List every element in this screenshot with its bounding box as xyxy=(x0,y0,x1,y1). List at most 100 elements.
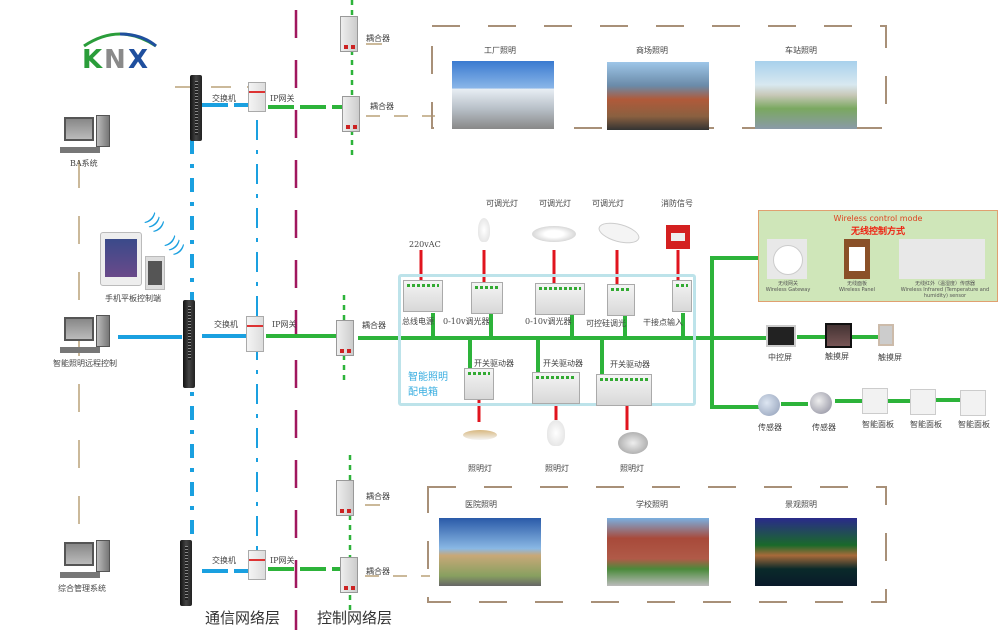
management-computer xyxy=(60,540,116,584)
sensor-icon xyxy=(810,392,832,414)
wireless-title-cn: 无线控制方式 xyxy=(850,227,905,237)
client-label: 综合管理系统 xyxy=(58,584,106,593)
load-label: 可调光灯 xyxy=(539,199,571,208)
bus-power-module xyxy=(403,280,443,312)
landscape-photo xyxy=(755,518,857,586)
wireless-gateway-icon xyxy=(767,239,807,279)
switch-actuator xyxy=(532,372,580,404)
touch-screen xyxy=(825,323,852,348)
gateway-label: IP网关 xyxy=(270,94,295,103)
scene-label: 商场照明 xyxy=(636,46,668,55)
smart-panel-icon xyxy=(960,390,986,416)
scene-label: 医院照明 xyxy=(465,500,497,509)
tablet-icon xyxy=(100,232,142,286)
power-input-label: 220vAC xyxy=(409,240,441,249)
switch-label: 交换机 xyxy=(214,320,238,329)
dry-contact-module xyxy=(672,280,692,312)
scene-label: 学校照明 xyxy=(636,500,668,509)
comm-layer-label: 通信网络层 xyxy=(205,609,281,627)
network-switch xyxy=(180,540,192,606)
top-scene-frame xyxy=(431,25,887,129)
candle-bulb-icon xyxy=(478,218,490,242)
wireless-panel-icon xyxy=(844,239,870,279)
screen-label: 触摸屏 xyxy=(878,353,902,362)
svg-text:X: X xyxy=(128,45,148,70)
driver-label: 开关驱动器 xyxy=(610,360,650,369)
switch-actuator xyxy=(596,374,652,406)
school-photo xyxy=(607,518,709,586)
mall-photo xyxy=(607,62,709,130)
switch-label: 交换机 xyxy=(212,94,236,103)
coupler-label: 耦合器 xyxy=(370,102,394,111)
coupler-label: 耦合器 xyxy=(366,567,390,576)
device-label: 智能面板 xyxy=(862,420,894,429)
dimmer-module xyxy=(535,283,585,315)
touch-screen xyxy=(878,324,894,346)
module-label: 干接点输入 xyxy=(643,318,683,327)
load-label: 可调光灯 xyxy=(486,199,518,208)
highbay-lamp-icon xyxy=(618,432,648,454)
ip-gateway xyxy=(248,82,266,112)
dimmer-module xyxy=(471,282,503,314)
wireless-title-en: Wireless control mode xyxy=(833,214,923,223)
downlight-icon xyxy=(532,226,576,242)
client-label: 手机平板控制端 xyxy=(105,294,161,303)
line-coupler xyxy=(336,320,354,356)
hospital-photo xyxy=(439,518,541,586)
module-label: 总线电源 xyxy=(402,317,434,326)
ufo-lamp-icon xyxy=(463,430,497,440)
cabinet-title: 智能照明 配电箱 xyxy=(408,372,448,398)
scene-label: 车站照明 xyxy=(785,46,817,55)
load-label: 消防信号 xyxy=(661,199,693,208)
remote-control-computer xyxy=(60,315,116,359)
ba-system-computer xyxy=(60,115,116,159)
smart-panel-icon xyxy=(910,389,936,415)
line-coupler xyxy=(342,96,360,132)
coupler-label: 耦合器 xyxy=(362,321,386,330)
svg-text:K: K xyxy=(82,45,103,70)
module-label: 0-10v调光器 xyxy=(443,317,490,326)
module-label: 可控硅调光 xyxy=(586,319,626,328)
knx-logo: K N X xyxy=(82,32,157,70)
ip-gateway xyxy=(246,316,264,352)
switch-actuator xyxy=(464,368,494,400)
bulb-icon xyxy=(547,420,565,446)
coupler-label: 耦合器 xyxy=(366,34,390,43)
gateway-label: IP网关 xyxy=(270,556,295,565)
smart-panel-icon xyxy=(862,388,888,414)
line-coupler xyxy=(336,480,354,516)
screen-label: 中控屏 xyxy=(768,353,792,362)
ip-gateway xyxy=(248,550,266,580)
driver-label: 开关驱动器 xyxy=(543,359,583,368)
scene-label: 工厂照明 xyxy=(484,46,516,55)
screen-label: 触摸屏 xyxy=(825,352,849,361)
station-photo xyxy=(755,61,857,129)
lamp-label: 照明灯 xyxy=(468,464,492,473)
device-label: 传感器 xyxy=(812,423,836,432)
module-label: 0-10v调光器 xyxy=(525,317,572,326)
coupler-label: 耦合器 xyxy=(366,492,390,501)
lighting-cabinet xyxy=(398,274,696,406)
network-switch xyxy=(183,300,195,388)
device-label: 智能面板 xyxy=(910,420,942,429)
fire-alarm-icon xyxy=(666,225,690,249)
client-label: BA系统 xyxy=(70,159,98,168)
scene-label: 景观照明 xyxy=(785,500,817,509)
driver-label: 开关驱动器 xyxy=(474,359,514,368)
line-coupler xyxy=(340,557,358,593)
wireless-sensor-icon xyxy=(899,239,985,279)
line-coupler xyxy=(340,16,358,52)
gateway-label: IP网关 xyxy=(272,320,297,329)
sensor-icon xyxy=(758,394,780,416)
bottom-scene-frame xyxy=(427,486,887,603)
control-layer-label: 控制网络层 xyxy=(317,609,393,627)
scr-dimmer-module xyxy=(607,284,635,316)
load-label: 可调光灯 xyxy=(592,199,624,208)
lamp-label: 照明灯 xyxy=(545,464,569,473)
device-label: 传感器 xyxy=(758,423,782,432)
